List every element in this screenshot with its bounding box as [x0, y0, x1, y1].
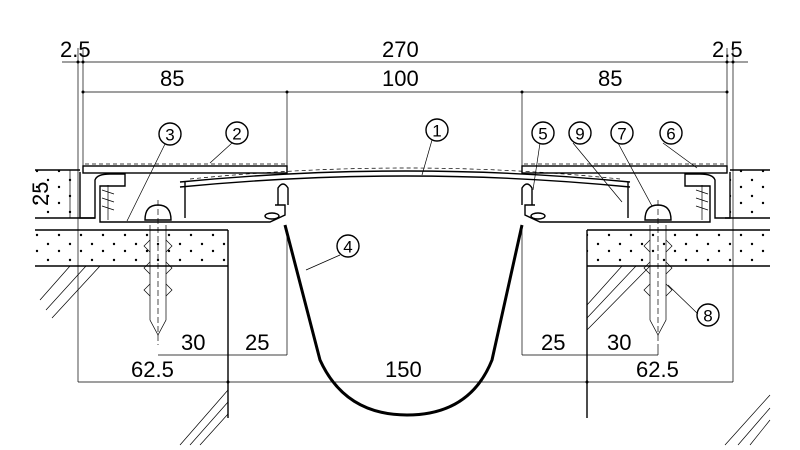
right-finish-layer [730, 170, 770, 218]
left-screed [35, 230, 228, 266]
callout-5: 5 [531, 121, 555, 145]
cover-plates [82, 163, 728, 188]
svg-text:4: 4 [343, 238, 352, 257]
right-screed [587, 230, 770, 266]
callouts: 1 2 3 4 5 9 7 6 8 [126, 118, 720, 327]
svg-text:3: 3 [165, 126, 174, 145]
rubber-bellows [283, 224, 524, 417]
dim-top-left-cover: 85 [160, 66, 184, 91]
slab-edges [227, 230, 588, 418]
dim-top-overall: 270 [382, 37, 419, 62]
dim-bottom-left-total: 62.5 [131, 357, 174, 382]
dim-bottom-right-anchor: 30 [607, 330, 631, 355]
callout-1: 1 [425, 118, 449, 142]
left-cover-plate [82, 165, 288, 174]
dim-left-height: 25 [28, 182, 53, 206]
svg-text:7: 7 [617, 125, 626, 144]
dim-top-left-edge: 2.5 [60, 37, 91, 62]
dim-bottom-left-anchor: 30 [181, 330, 205, 355]
svg-text:2: 2 [232, 125, 241, 144]
dim-bottom-left-gap: 25 [245, 330, 269, 355]
callout-8: 8 [696, 303, 720, 327]
svg-text:9: 9 [575, 125, 584, 144]
aluminium-profiles [79, 172, 731, 223]
hatching [39, 265, 771, 446]
svg-text:6: 6 [666, 125, 675, 144]
svg-text:5: 5 [538, 125, 547, 144]
dim-bottom-right-gap: 25 [541, 330, 565, 355]
dim-bottom-center: 150 [385, 357, 422, 382]
floor-layers [35, 169, 771, 446]
callout-6: 6 [659, 121, 683, 145]
svg-text:1: 1 [432, 122, 441, 141]
callout-2: 2 [225, 121, 249, 145]
callout-9: 9 [568, 121, 592, 145]
dim-top-right-edge: 2.5 [712, 37, 743, 62]
center-plate [179, 170, 631, 183]
dimension-lines [62, 48, 748, 384]
dim-bottom-right-total: 62.5 [636, 357, 679, 382]
callout-3: 3 [158, 122, 182, 146]
callout-7: 7 [610, 121, 634, 145]
dimension-labels: 2.5 270 2.5 85 100 85 25 30 25 62.5 150 … [28, 37, 743, 382]
left-finish-layer [35, 170, 80, 218]
svg-text:8: 8 [703, 307, 712, 326]
dim-top-right-cover: 85 [598, 66, 622, 91]
right-cover-plate [521, 165, 728, 174]
anchors [143, 200, 673, 345]
callout-4: 4 [336, 234, 360, 258]
dim-top-center: 100 [382, 66, 419, 91]
